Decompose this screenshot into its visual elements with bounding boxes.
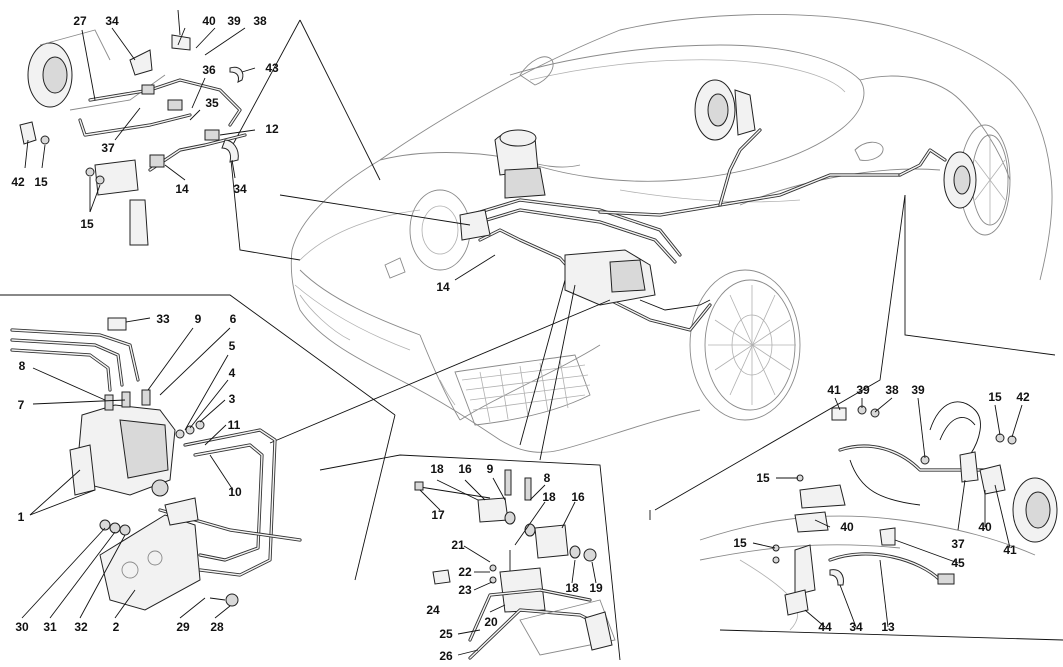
callout-14: 14 [436,280,450,294]
callout-16: 16 [458,462,472,476]
callout-15: 15 [988,390,1002,404]
callout-34: 34 [105,14,119,28]
callout-19: 19 [589,581,603,595]
callout-6: 6 [229,312,237,326]
callout-45: 45 [951,556,965,570]
callout-18: 18 [565,581,579,595]
callout-43: 43 [265,61,279,75]
callout-32: 32 [74,620,88,634]
callout-42: 42 [11,175,25,189]
callout-28: 28 [210,620,224,634]
callout-29: 29 [176,620,190,634]
callout-4: 4 [228,366,236,380]
callout-33: 33 [156,312,170,326]
detail-rear-right-caliper [699,397,1058,631]
callout-39: 39 [911,383,925,397]
callout-39: 39 [227,14,241,28]
callout-11: 11 [227,418,241,432]
callout-17: 17 [431,508,445,522]
callout-14: 14 [175,182,189,196]
callout-37: 37 [101,141,115,155]
car-body-outline [290,14,1053,453]
callout-36: 36 [202,63,216,77]
callout-34: 34 [233,182,247,196]
callout-24: 24 [426,603,440,617]
callout-8: 8 [18,359,26,373]
callout-31: 31 [43,620,57,634]
callout-2: 2 [112,620,120,634]
callout-23: 23 [458,583,472,597]
callout-5: 5 [228,339,236,353]
callout-40: 40 [978,520,992,534]
callout-25: 25 [439,627,453,641]
callout-15: 15 [80,217,94,231]
callout-15: 15 [34,175,48,189]
callout-12: 12 [265,122,279,136]
callout-26: 26 [439,649,453,663]
callout-38: 38 [253,14,267,28]
callout-30: 30 [15,620,29,634]
brake-pipe-network [459,128,947,332]
callout-42: 42 [1016,390,1030,404]
callout-38: 38 [885,383,899,397]
callout-9: 9 [486,462,494,476]
callout-16: 16 [571,490,585,504]
callout-41: 41 [827,383,841,397]
callout-41: 41 [1003,543,1017,557]
callout-40: 40 [840,520,854,534]
callout-18: 18 [542,490,556,504]
callout-34: 34 [849,620,863,634]
detail-front-left-caliper [19,9,496,281]
callout-9: 9 [194,312,202,326]
callout-37: 37 [951,537,965,551]
callout-22: 22 [458,565,472,579]
callout-20: 20 [484,615,498,629]
callout-7: 7 [17,398,25,412]
callout-27: 27 [73,14,87,28]
callout-10: 10 [228,485,242,499]
callout-39: 39 [856,383,870,397]
callout-18: 18 [430,462,444,476]
callout-35: 35 [205,96,219,110]
callout-44: 44 [818,620,832,634]
callout-15: 15 [756,471,770,485]
callout-3: 3 [228,392,236,406]
callout-8: 8 [543,471,551,485]
callout-13: 13 [881,620,895,634]
detail-abs-unit [10,317,302,619]
callout-40: 40 [202,14,216,28]
section-divider-lines [0,19,1063,661]
callout-1: 1 [17,510,25,524]
callout-15: 15 [733,536,747,550]
detail-pipe-unions [414,469,616,660]
callout-21: 21 [451,538,465,552]
